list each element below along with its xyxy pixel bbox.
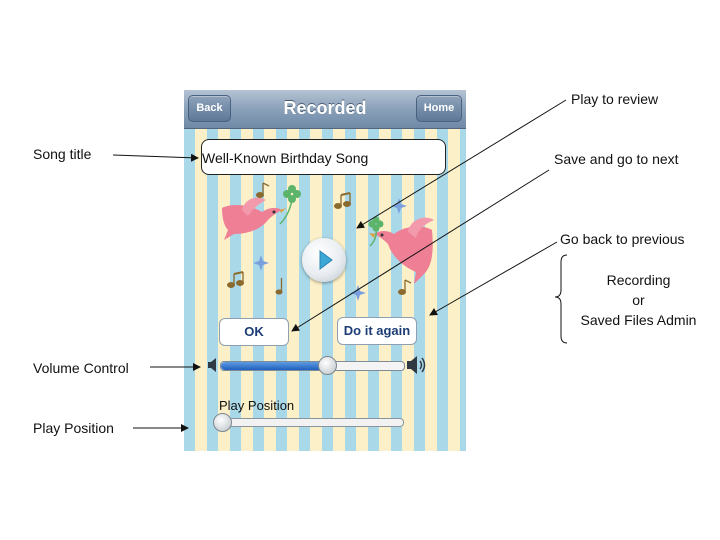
annotation-song-title: Song title xyxy=(33,146,92,162)
bird-left-icon xyxy=(222,197,286,240)
play-position-label: Play Position xyxy=(219,398,295,413)
bird-right-icon xyxy=(369,217,434,284)
volume-slider[interactable] xyxy=(220,356,405,375)
do-it-again-button[interactable]: Do it again xyxy=(337,317,417,345)
annotation-volume-control: Volume Control xyxy=(33,360,129,376)
play-button[interactable] xyxy=(302,238,346,282)
clover-left-icon xyxy=(279,185,301,225)
home-button[interactable]: Home xyxy=(416,95,462,122)
annotation-target-recording: Recording xyxy=(606,272,671,288)
song-title-text: Well-Known Birthday Song xyxy=(202,150,369,166)
annotation-save-next: Save and go to next xyxy=(554,151,679,167)
play-icon xyxy=(319,250,333,270)
annotation-target-saved-files: Saved Files Admin xyxy=(580,312,697,328)
arrow-go-back xyxy=(429,241,558,316)
arrow-play-review xyxy=(356,99,567,229)
song-title-field[interactable]: Well-Known Birthday Song xyxy=(201,139,446,175)
brace-go-back xyxy=(554,254,568,344)
annotation-go-back: Go back to previous xyxy=(560,231,685,247)
annotation-go-back-targets: Recording or Saved Files Admin xyxy=(566,270,711,330)
decoration-illustration xyxy=(222,182,434,301)
annotation-play-position: Play Position xyxy=(33,420,114,436)
volume-low-icon xyxy=(208,358,216,372)
annotation-target-or: or xyxy=(632,292,645,308)
page-title: Recorded xyxy=(283,98,367,118)
back-button[interactable]: Back xyxy=(188,95,231,122)
play-position-slider[interactable] xyxy=(213,413,404,432)
arrow-save-next xyxy=(291,169,550,332)
phone-screen: Back Recorded Home Well-Known Birthday S… xyxy=(184,90,466,451)
volume-slider-thumb[interactable] xyxy=(318,356,338,375)
volume-slider-fill xyxy=(221,362,328,370)
clover-right-icon xyxy=(368,216,384,247)
arrow-song-title xyxy=(112,153,199,162)
ok-button[interactable]: OK xyxy=(219,318,289,346)
play-position-thumb[interactable] xyxy=(213,413,232,432)
navigation-bar: Back Recorded Home xyxy=(184,90,466,129)
flower-star-icon xyxy=(253,198,407,301)
volume-high-icon xyxy=(407,356,426,374)
annotation-play-to-review: Play to review xyxy=(571,91,659,107)
music-note-icon xyxy=(227,182,412,295)
